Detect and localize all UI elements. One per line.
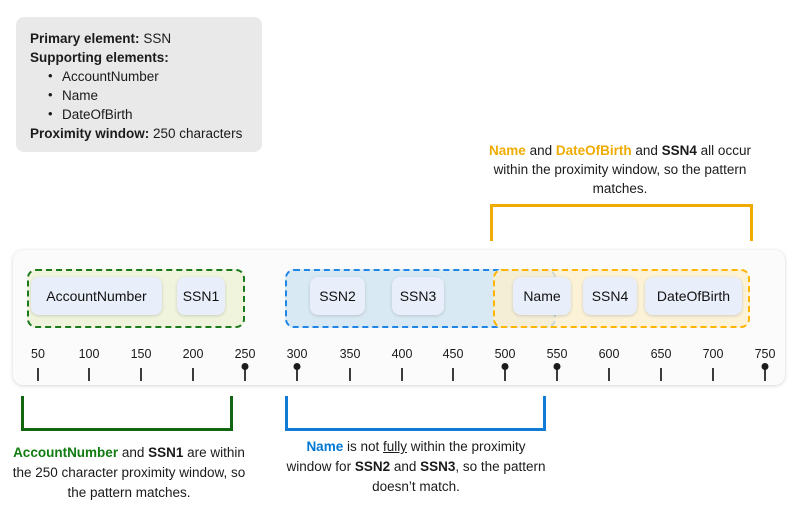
annotation-bl-sep1: and [118, 445, 149, 460]
axis-tick-mark [192, 368, 194, 381]
axis-tick-mark [608, 368, 610, 381]
axis-tick-label: 400 [391, 347, 413, 361]
annotation-bl-accountnumber-token: AccountNumber [13, 445, 119, 460]
axis-boundary-dot [761, 363, 769, 370]
token-chip: SSN2 [310, 277, 365, 315]
axis-tick-label: 550 [546, 347, 568, 361]
legend-supporting-heading: Supporting elements: [30, 48, 248, 67]
legend-box: Primary element: SSN Supporting elements… [16, 17, 262, 152]
axis-tick-label: 500 [494, 347, 516, 361]
annotation-top-sep1: and [525, 143, 556, 158]
axis-tick-label: 200 [182, 347, 204, 361]
axis-tick-mark [712, 368, 714, 381]
axis-tick-mark [764, 368, 766, 381]
bracket-green-match [21, 396, 233, 431]
legend-primary-value: SSN [139, 31, 172, 46]
token-chip: SSN4 [583, 277, 637, 315]
list-item: AccountNumber [48, 66, 248, 86]
list-item: DateOfBirth [48, 104, 248, 124]
legend-primary-element: Primary element: SSN [30, 29, 248, 48]
annotation-bm-sep2: within the proximity window for [286, 439, 526, 474]
annotation-bm-sep3: and [390, 459, 421, 474]
annotation-top-text: Name and DateOfBirth and SSN4 all occur … [472, 141, 768, 198]
axis-tick-label: 700 [702, 347, 724, 361]
axis-tick-mark [452, 368, 454, 381]
annotation-bm-name-token: Name [306, 439, 344, 454]
axis-tick-label: 350 [339, 347, 361, 361]
annotation-top-tail: all occur within the proximity window, s… [493, 143, 751, 196]
legend-supporting-label: Supporting elements: [30, 50, 169, 65]
axis-tick-mark [37, 368, 39, 381]
token-chip: AccountNumber [31, 277, 162, 315]
annotation-top-name-token: Name [489, 143, 526, 158]
axis-tick-label: 450 [442, 347, 464, 361]
legend-proximity-value: 250 characters [149, 126, 243, 141]
axis-tick-mark [88, 368, 90, 381]
legend-primary-label: Primary element: [30, 31, 140, 46]
axis-tick-label: 750 [754, 347, 776, 361]
axis-tick-label: 300 [286, 347, 308, 361]
axis-tick-label: 650 [650, 347, 672, 361]
bracket-blue-nomatch [285, 396, 546, 431]
axis-boundary-dot [293, 363, 301, 370]
token-chip: DateOfBirth [645, 277, 742, 315]
axis-tick-mark [660, 368, 662, 381]
axis-tick-mark [244, 368, 246, 381]
axis-tick-label: 150 [130, 347, 152, 361]
annotation-bm-sep1: is not [343, 439, 383, 454]
legend-proximity-window: Proximity window: 250 characters [30, 124, 248, 143]
annotation-top-ssn4-token: SSN4 [661, 143, 697, 158]
character-offset-axis: 50 100 150 200 250 300 350 400 450 500 550 600 650 70… [13, 340, 785, 385]
axis-tick-mark [349, 368, 351, 381]
axis-tick-mark [504, 368, 506, 381]
legend-proximity-label: Proximity window: [30, 126, 150, 141]
axis-tick-label: 100 [78, 347, 100, 361]
annotation-top-sep2: and [631, 143, 662, 158]
annotation-bl-tail: are within the 250 character proximity w… [12, 445, 246, 500]
axis-boundary-dot [501, 363, 509, 370]
annotation-bm-ssn2-token: SSN2 [354, 459, 391, 474]
token-chip: Name [513, 277, 571, 315]
annotation-top-dateofbirth-token: DateOfBirth [555, 143, 632, 158]
annotation-bm-tail: , so the pattern doesn’t match. [372, 459, 546, 494]
axis-tick-mark [296, 368, 298, 381]
axis-tick-mark [556, 368, 558, 381]
legend-supporting-list: AccountNumber Name DateOfBirth [30, 66, 248, 124]
bracket-orange-match [490, 204, 753, 241]
axis-boundary-dot [553, 363, 561, 370]
axis-tick-label: 600 [598, 347, 620, 361]
axis-tick-mark [140, 368, 142, 381]
axis-tick-mark [401, 368, 403, 381]
token-chip: SSN1 [177, 277, 225, 315]
annotation-bl-ssn1-token: SSN1 [148, 445, 184, 460]
axis-boundary-dot [241, 363, 249, 370]
list-item: Name [48, 85, 248, 105]
annotation-bottom-left-text: AccountNumber and SSN1 are within the 25… [12, 443, 246, 503]
annotation-bm-ssn3-token: SSN3 [420, 459, 456, 474]
token-chip: SSN3 [392, 277, 444, 315]
axis-tick-label: 250 [234, 347, 256, 361]
annotation-bottom-mid-text: Name is not fully within the proximity w… [285, 437, 547, 497]
axis-tick-label: 50 [31, 347, 45, 361]
annotation-bm-fully-emphasis: fully [383, 439, 408, 454]
